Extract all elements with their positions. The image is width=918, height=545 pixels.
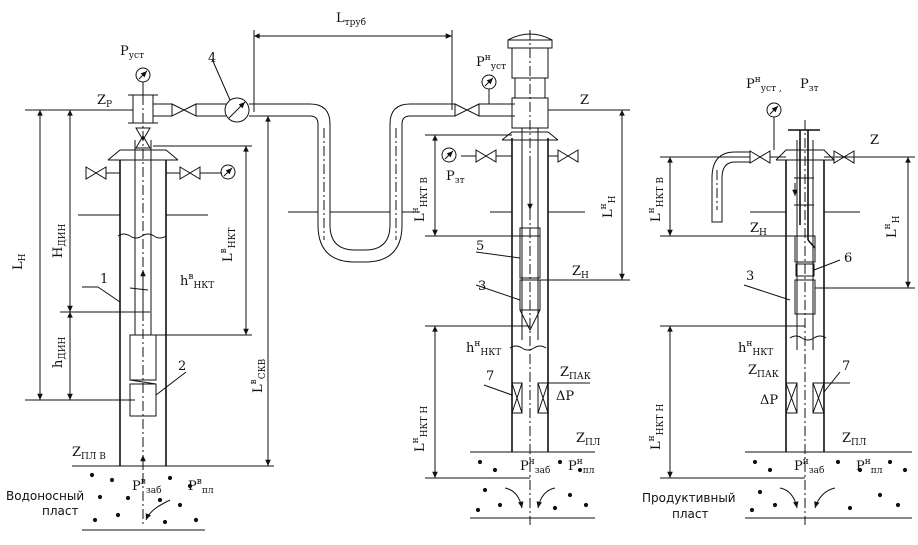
label-l-skv: LвСКВ <box>249 358 268 393</box>
label-p-pl-r: Pнпл <box>856 457 883 476</box>
label-l-n-r: LнН <box>883 215 902 238</box>
label-num-4: 4 <box>208 51 216 66</box>
label-z-r: ZР <box>97 93 112 110</box>
label-l-nkt-nn: LнНКТ Н <box>411 406 430 452</box>
label-p-zt-r: Pзт <box>800 77 819 94</box>
label-plast-1: пласт <box>42 504 78 518</box>
label-p-ust: Pуст <box>120 44 144 61</box>
label-z-pl-mid: ZПЛ <box>576 431 601 448</box>
label-h-din: HДИН <box>51 223 68 258</box>
dimension-lines <box>25 58 915 479</box>
label-p-ust-r: Pнуст , <box>746 75 782 94</box>
label-h-nkt-v: hвНКТ <box>180 272 214 291</box>
label-l-n: LН <box>11 253 28 270</box>
label-vodonosny: Водоносный <box>6 489 84 503</box>
oil-well-middle <box>441 30 595 525</box>
label-dp-r: ΔP <box>760 393 778 408</box>
pipeline <box>153 30 515 263</box>
label-num-1: 1 <box>100 272 108 287</box>
label-l-nkt-nr: LнНКТ Н <box>647 404 666 450</box>
label-num-3a: 3 <box>478 279 486 294</box>
label-plast-2: пласт <box>672 507 708 521</box>
label-l-n-mid: LнН <box>599 195 618 218</box>
label-p-zab-v: Pвзаб <box>132 477 162 496</box>
label-h-nkt-n-mid: hнНКТ <box>466 339 501 358</box>
label-z-pl-r: ZПЛ <box>842 431 867 448</box>
labels: Lтруб Pуст ZР 4 1 2 LН HДИН hДИН LвНКТ h… <box>6 11 902 521</box>
label-num-5: 5 <box>476 239 484 254</box>
label-h-nkt-r: hнНКТ <box>738 339 773 358</box>
label-z-pl-v: ZПЛ В <box>72 445 106 462</box>
label-p-zab-r: Pнзаб <box>794 457 824 476</box>
label-num-2: 2 <box>178 359 186 374</box>
label-l-nkt-vr: LнНКТ В <box>647 177 666 222</box>
label-l-nkt-vn: LнНКТ В <box>411 177 430 222</box>
label-l-trub: Lтруб <box>336 11 366 28</box>
oil-well-right <box>711 102 912 525</box>
label-dp-mid: ΔP <box>556 389 574 404</box>
label-z-right: Z <box>870 133 879 148</box>
label-num-7a: 7 <box>486 369 494 384</box>
label-num-6: 6 <box>844 251 852 266</box>
label-p-ust-n: Pнуст <box>476 53 506 72</box>
label-p-zt-mid: Pзт <box>446 169 465 186</box>
label-z-mid: Z <box>580 93 589 108</box>
label-h-din-small: hДИН <box>51 336 68 368</box>
label-num-7b: 7 <box>842 359 850 374</box>
label-p-pl-mid: Pнпл <box>568 457 595 476</box>
label-z-n-r: ZН <box>750 221 767 238</box>
label-produktivny: Продуктивный <box>642 491 736 505</box>
label-z-n-mid: ZН <box>572 264 589 281</box>
label-p-pl-v: Pвпл <box>188 477 214 496</box>
label-z-pak-mid: ZПАК <box>560 365 591 382</box>
label-l-nkt-v: LвНКТ <box>219 227 238 262</box>
label-num-3b: 3 <box>746 269 754 284</box>
label-z-pak-r: ZПАК <box>748 363 779 380</box>
label-p-zab-mid: Pнзаб <box>520 457 550 476</box>
